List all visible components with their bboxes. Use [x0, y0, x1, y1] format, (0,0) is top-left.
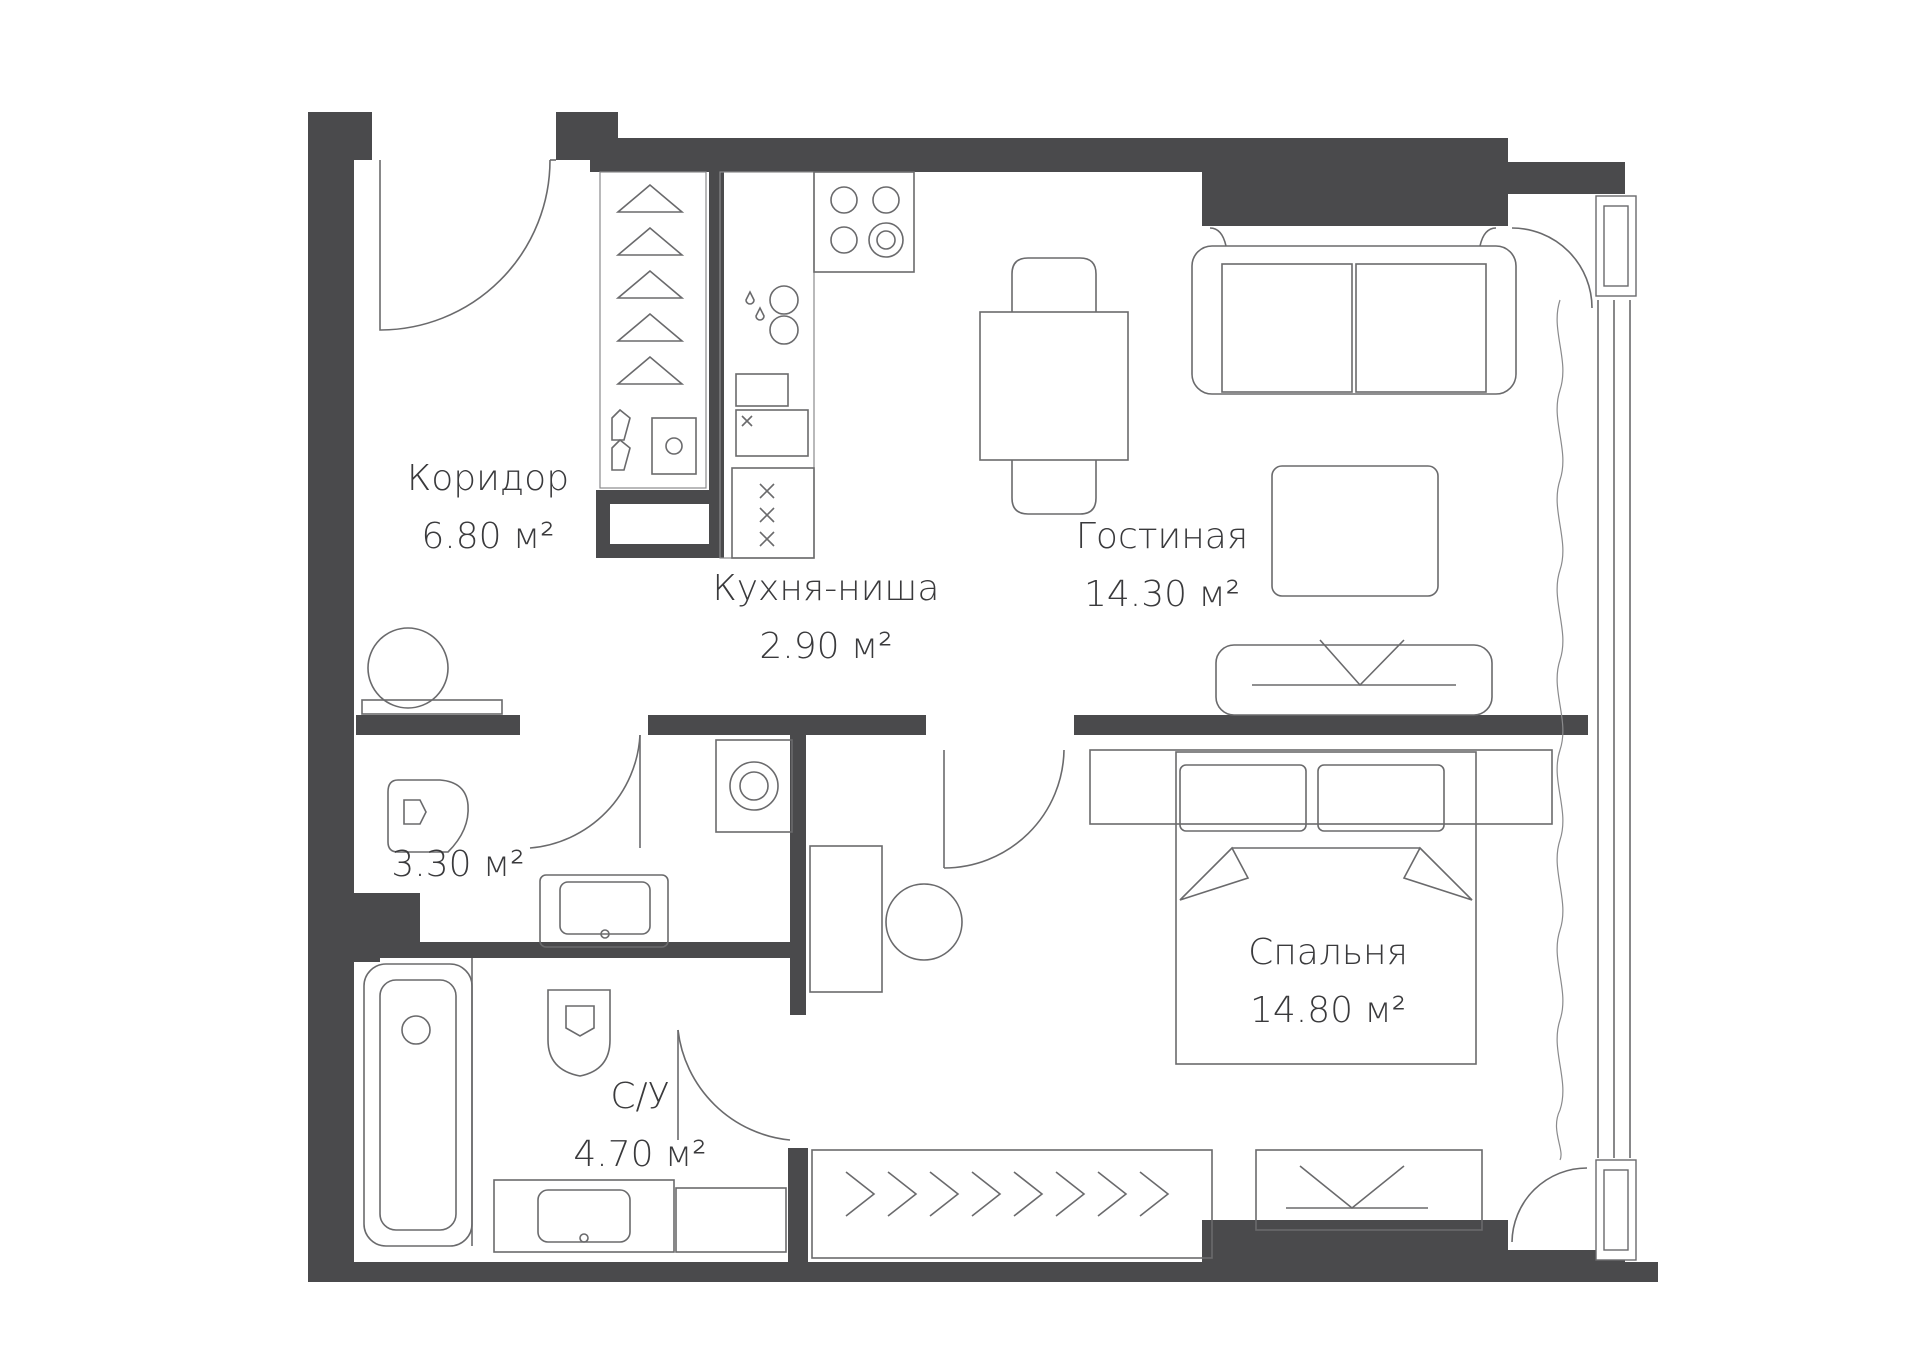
room-area-corridor: 6.80 м² — [421, 516, 554, 557]
washing-machine — [715, 739, 793, 833]
corridor-pouf — [361, 627, 503, 715]
bathroom-sink — [493, 1179, 787, 1253]
bedroom-dresser — [1255, 1149, 1483, 1231]
walls — [308, 112, 1658, 1282]
tv-console — [1215, 639, 1493, 716]
room-name-living: Гостиная — [1076, 516, 1248, 557]
room-label-living: Гостиная 14.30 м² — [1076, 516, 1248, 615]
room-name-kitchen: Кухня-ниша — [712, 568, 939, 609]
bed — [1089, 749, 1553, 1065]
room-label-wc: 3.30 м² — [391, 844, 524, 885]
room-area-kitchen: 2.90 м² — [759, 626, 892, 667]
room-area-bedroom: 14.80 м² — [1250, 990, 1406, 1031]
wc-fixtures — [387, 779, 669, 948]
wardrobe-corridor — [599, 171, 707, 489]
bedroom-wardrobe — [811, 1149, 1213, 1259]
room-name-corridor: Коридор — [407, 458, 569, 499]
bathtub — [363, 958, 473, 1247]
kitchen-counter — [719, 171, 915, 559]
room-label-bedroom: Спальня 14.80 м² — [1248, 932, 1408, 1031]
dining-table — [979, 257, 1129, 515]
door-swings — [379, 159, 1593, 1243]
room-name-bedroom: Спальня — [1248, 932, 1408, 973]
room-area-wc: 3.30 м² — [391, 844, 524, 885]
room-area-bathroom: 4.70 м² — [573, 1134, 706, 1175]
room-area-living: 14.30 м² — [1084, 574, 1240, 615]
room-name-bathroom: С/У — [610, 1076, 669, 1117]
sofa — [1191, 227, 1517, 395]
bedside-table — [809, 845, 963, 993]
room-label-corridor: Коридор 6.80 м² — [407, 458, 569, 557]
room-label-kitchen: Кухня-ниша 2.90 м² — [712, 568, 939, 667]
bathroom-toilet — [547, 989, 611, 1077]
coffee-table — [1271, 465, 1439, 597]
room-label-bathroom: С/У 4.70 м² — [573, 1076, 706, 1175]
windows — [1555, 195, 1637, 1261]
